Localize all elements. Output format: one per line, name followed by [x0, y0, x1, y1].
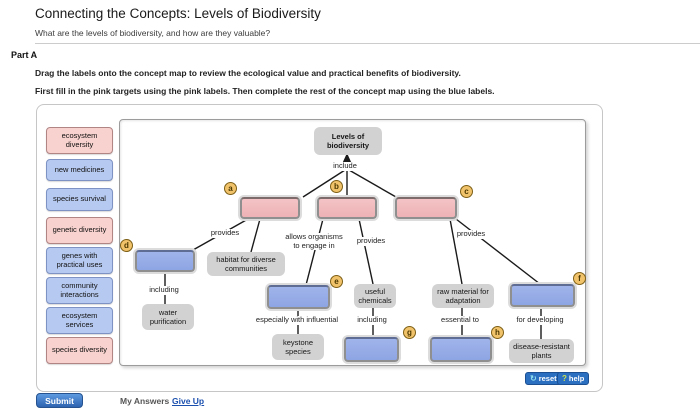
- help-button-label: help: [568, 374, 585, 383]
- question-icon: ?: [562, 374, 567, 383]
- drag-label-new-medicines[interactable]: new medicines: [46, 159, 113, 181]
- node-keystone-species: keystone species: [272, 334, 324, 360]
- link-label-provides-b: provides: [355, 236, 387, 246]
- badge-e: e: [330, 275, 343, 288]
- link-label-include: include: [332, 161, 358, 171]
- activity-container: ecosystem diversity new medicines specie…: [36, 104, 603, 392]
- badge-b: b: [330, 180, 343, 193]
- part-label: Part A: [11, 50, 38, 60]
- drop-target-d[interactable]: [135, 250, 195, 272]
- concept-map-panel: Levels of biodiversity include provides …: [119, 119, 586, 366]
- drop-target-g[interactable]: [344, 337, 399, 362]
- give-up-link[interactable]: Give Up: [172, 396, 205, 406]
- header-divider: [35, 43, 700, 44]
- drop-target-b[interactable]: [317, 197, 377, 219]
- link-label-provides-a: provides: [209, 228, 241, 238]
- link-label-essential-to: essential to: [440, 315, 480, 325]
- node-useful-chemicals: useful chemicals: [354, 284, 396, 308]
- link-label-for-developing: for developing: [515, 315, 565, 325]
- badge-g: g: [403, 326, 416, 339]
- node-raw-material-adaptation: raw material for adaptation: [432, 284, 494, 308]
- drag-label-species-diversity[interactable]: species diversity: [46, 337, 113, 364]
- badge-d: d: [120, 239, 133, 252]
- reset-icon: ↻: [530, 374, 537, 383]
- drop-target-e[interactable]: [267, 285, 330, 309]
- drop-target-c[interactable]: [395, 197, 457, 219]
- drag-label-ecosystem-services[interactable]: ecosystem services: [46, 307, 113, 334]
- drop-target-a[interactable]: [240, 197, 300, 219]
- badge-f: f: [573, 272, 586, 285]
- drag-label-ecosystem-diversity[interactable]: ecosystem diversity: [46, 127, 113, 154]
- submit-button[interactable]: Submit: [36, 393, 83, 408]
- drag-label-genes-practical-uses[interactable]: genes with practical uses: [46, 247, 113, 274]
- badge-c: c: [460, 185, 473, 198]
- link-label-especially-influential: especially with influential: [254, 315, 340, 325]
- drop-target-f[interactable]: [510, 284, 575, 307]
- link-label-allows-organisms: allows organisms to engage in: [281, 232, 347, 251]
- reset-button[interactable]: ↻ reset: [525, 372, 562, 385]
- instruction-fill: First fill in the pink targets using the…: [35, 86, 495, 96]
- reset-button-label: reset: [538, 374, 557, 383]
- drag-label-community-interactions[interactable]: community interactions: [46, 277, 113, 304]
- node-disease-resistant-plants: disease-resistant plants: [509, 339, 574, 363]
- connector-lines: [164, 153, 542, 339]
- link-label-including-d: including: [148, 285, 180, 295]
- badge-a: a: [224, 182, 237, 195]
- node-water-purification: water purification: [142, 304, 194, 330]
- instruction-drag: Drag the labels onto the concept map to …: [35, 68, 461, 78]
- page-subtitle: What are the levels of biodiversity, and…: [35, 28, 271, 38]
- page-title: Connecting the Concepts: Levels of Biodi…: [35, 6, 321, 21]
- my-answers-link[interactable]: My Answers: [120, 396, 170, 406]
- link-label-including-g: including: [356, 315, 388, 325]
- badge-h: h: [491, 326, 504, 339]
- node-habitat-diverse-communities: habitat for diverse communities: [207, 252, 285, 276]
- drag-label-genetic-diversity[interactable]: genetic diversity: [46, 217, 113, 244]
- link-label-provides-c: provides: [455, 229, 487, 239]
- drag-label-species-survival[interactable]: species survival: [46, 188, 113, 211]
- drop-target-h[interactable]: [430, 337, 492, 362]
- root-node-levels-of-biodiversity: Levels of biodiversity: [314, 127, 382, 155]
- help-button[interactable]: ? help: [557, 372, 590, 385]
